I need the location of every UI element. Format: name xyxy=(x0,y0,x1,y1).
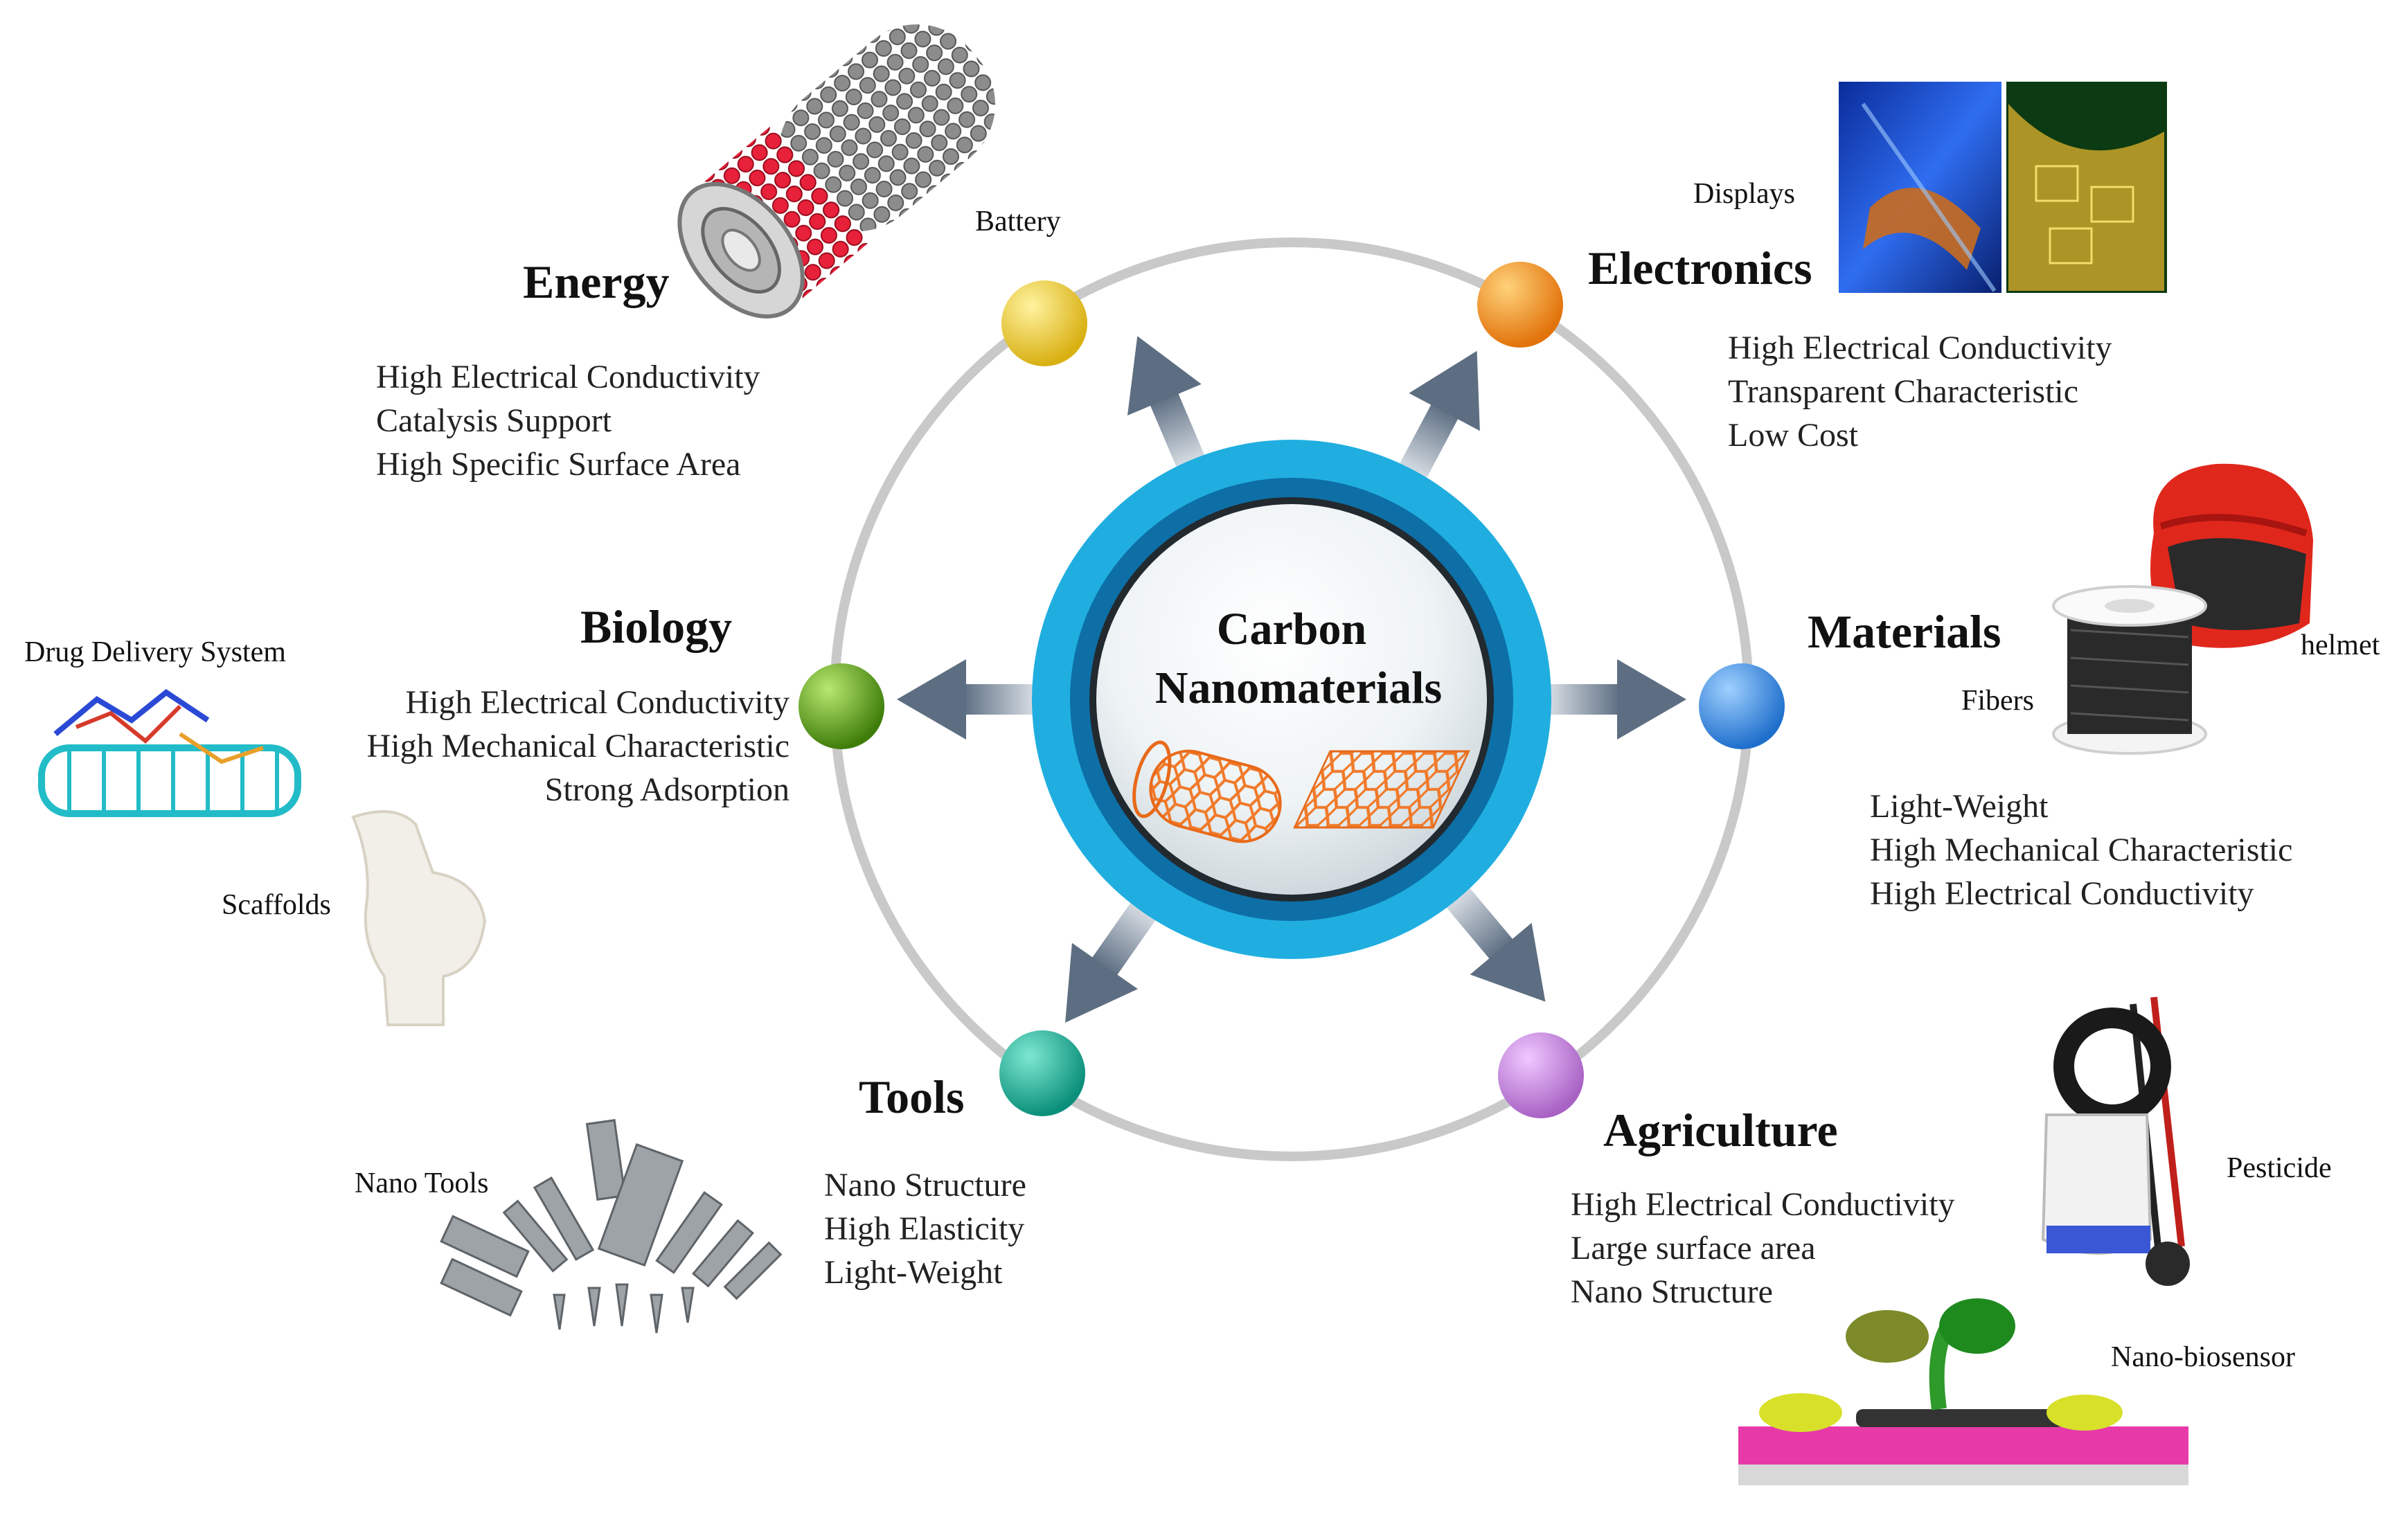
displays-label: Displays xyxy=(1693,178,1795,210)
fibers-label: Fibers xyxy=(1961,685,2034,717)
tools-title: Tools xyxy=(859,1071,964,1123)
energy-property-1: High Electrical Conductivity xyxy=(376,359,760,395)
arrow-to-materials xyxy=(1541,659,1686,740)
biology-property-1: High Electrical Conductivity xyxy=(405,684,790,721)
drug-delivery-nanotube-illustration xyxy=(38,689,301,817)
agriculture-property-3: Nano Structure xyxy=(1571,1273,1773,1310)
pesticide-label: Pesticide xyxy=(2227,1152,2332,1184)
bone-scaffold-illustration xyxy=(351,810,487,1026)
drug-delivery-label: Drug Delivery System xyxy=(24,636,286,668)
agriculture-node xyxy=(1498,1032,1584,1118)
energy-sector: Battery Energy High Electrical Conductiv… xyxy=(376,24,1061,483)
biology-property-2: High Mechanical Characteristic xyxy=(367,728,790,764)
arrow-to-energy xyxy=(1127,336,1209,476)
energy-property-3: High Specific Surface Area xyxy=(376,446,740,483)
biology-node xyxy=(799,663,884,749)
nano-tools-illustration xyxy=(440,1119,783,1334)
materials-property-2: High Mechanical Characteristic xyxy=(1870,832,2292,868)
pesticide-sprayer-illustration xyxy=(2041,996,2190,1286)
materials-sector: helmet Fibers Materials Light-Weight Hig… xyxy=(1808,463,2380,912)
biology-property-3: Strong Adsorption xyxy=(545,771,790,808)
energy-node xyxy=(1001,280,1087,366)
arrow-to-agriculture xyxy=(1440,880,1546,1002)
electronics-property-3: Low Cost xyxy=(1728,417,1859,454)
center-title-line1: Carbon xyxy=(1217,604,1366,654)
nano-tools-label: Nano Tools xyxy=(355,1167,488,1199)
arrow-to-electronics xyxy=(1395,350,1480,487)
materials-property-1: Light-Weight xyxy=(1870,788,2049,825)
electronics-property-1: High Electrical Conductivity xyxy=(1728,330,2112,366)
electronics-title: Electronics xyxy=(1588,242,1812,294)
electronics-node xyxy=(1477,262,1563,348)
materials-title: Materials xyxy=(1808,605,2001,658)
materials-property-3: High Electrical Conductivity xyxy=(1870,875,2254,912)
carbon-nanotube-icon xyxy=(1132,740,1282,843)
fiber-spool-illustration xyxy=(2052,585,2207,755)
materials-node xyxy=(1699,663,1785,749)
battery-nanotube-illustration xyxy=(677,24,995,319)
arrow-to-tools xyxy=(1065,895,1161,1023)
energy-property-2: Catalysis Support xyxy=(376,402,612,439)
agriculture-property-2: Large surface area xyxy=(1571,1230,1816,1266)
agriculture-property-1: High Electrical Conductivity xyxy=(1571,1186,1955,1223)
battery-label: Battery xyxy=(975,206,1061,238)
helmet-label: helmet xyxy=(2301,629,2380,661)
agriculture-sector: Pesticide Nano-biosensor Agriculture Hig… xyxy=(1571,996,2332,1485)
tools-property-1: Nano Structure xyxy=(824,1167,1026,1203)
nano-biosensor-illustration xyxy=(1738,1298,2188,1485)
nano-biosensor-label: Nano-biosensor xyxy=(2111,1341,2295,1373)
tools-property-3: Light-Weight xyxy=(824,1254,1003,1291)
arrow-to-biology xyxy=(897,659,1042,740)
graphene-sheet-icon xyxy=(1293,750,1470,829)
tools-node xyxy=(999,1030,1085,1116)
biology-title: Biology xyxy=(580,600,732,653)
biology-sector: Drug Delivery System Scaffolds Biology H… xyxy=(24,600,790,1026)
electronics-sector: Displays Electronics High Electrical Con… xyxy=(1588,82,2167,454)
electronics-property-2: Transparent Characteristic xyxy=(1728,373,2078,410)
scaffolds-label: Scaffolds xyxy=(222,889,331,921)
tools-property-2: High Elasticity xyxy=(824,1210,1024,1247)
agriculture-title: Agriculture xyxy=(1603,1104,1838,1156)
center-title-line2: Nanomaterials xyxy=(1155,663,1442,713)
tools-sector: Nano Tools Tools Nano Structure High Ela… xyxy=(355,1071,1026,1334)
energy-title: Energy xyxy=(523,256,670,308)
flexible-display-illustration xyxy=(1839,82,2167,293)
